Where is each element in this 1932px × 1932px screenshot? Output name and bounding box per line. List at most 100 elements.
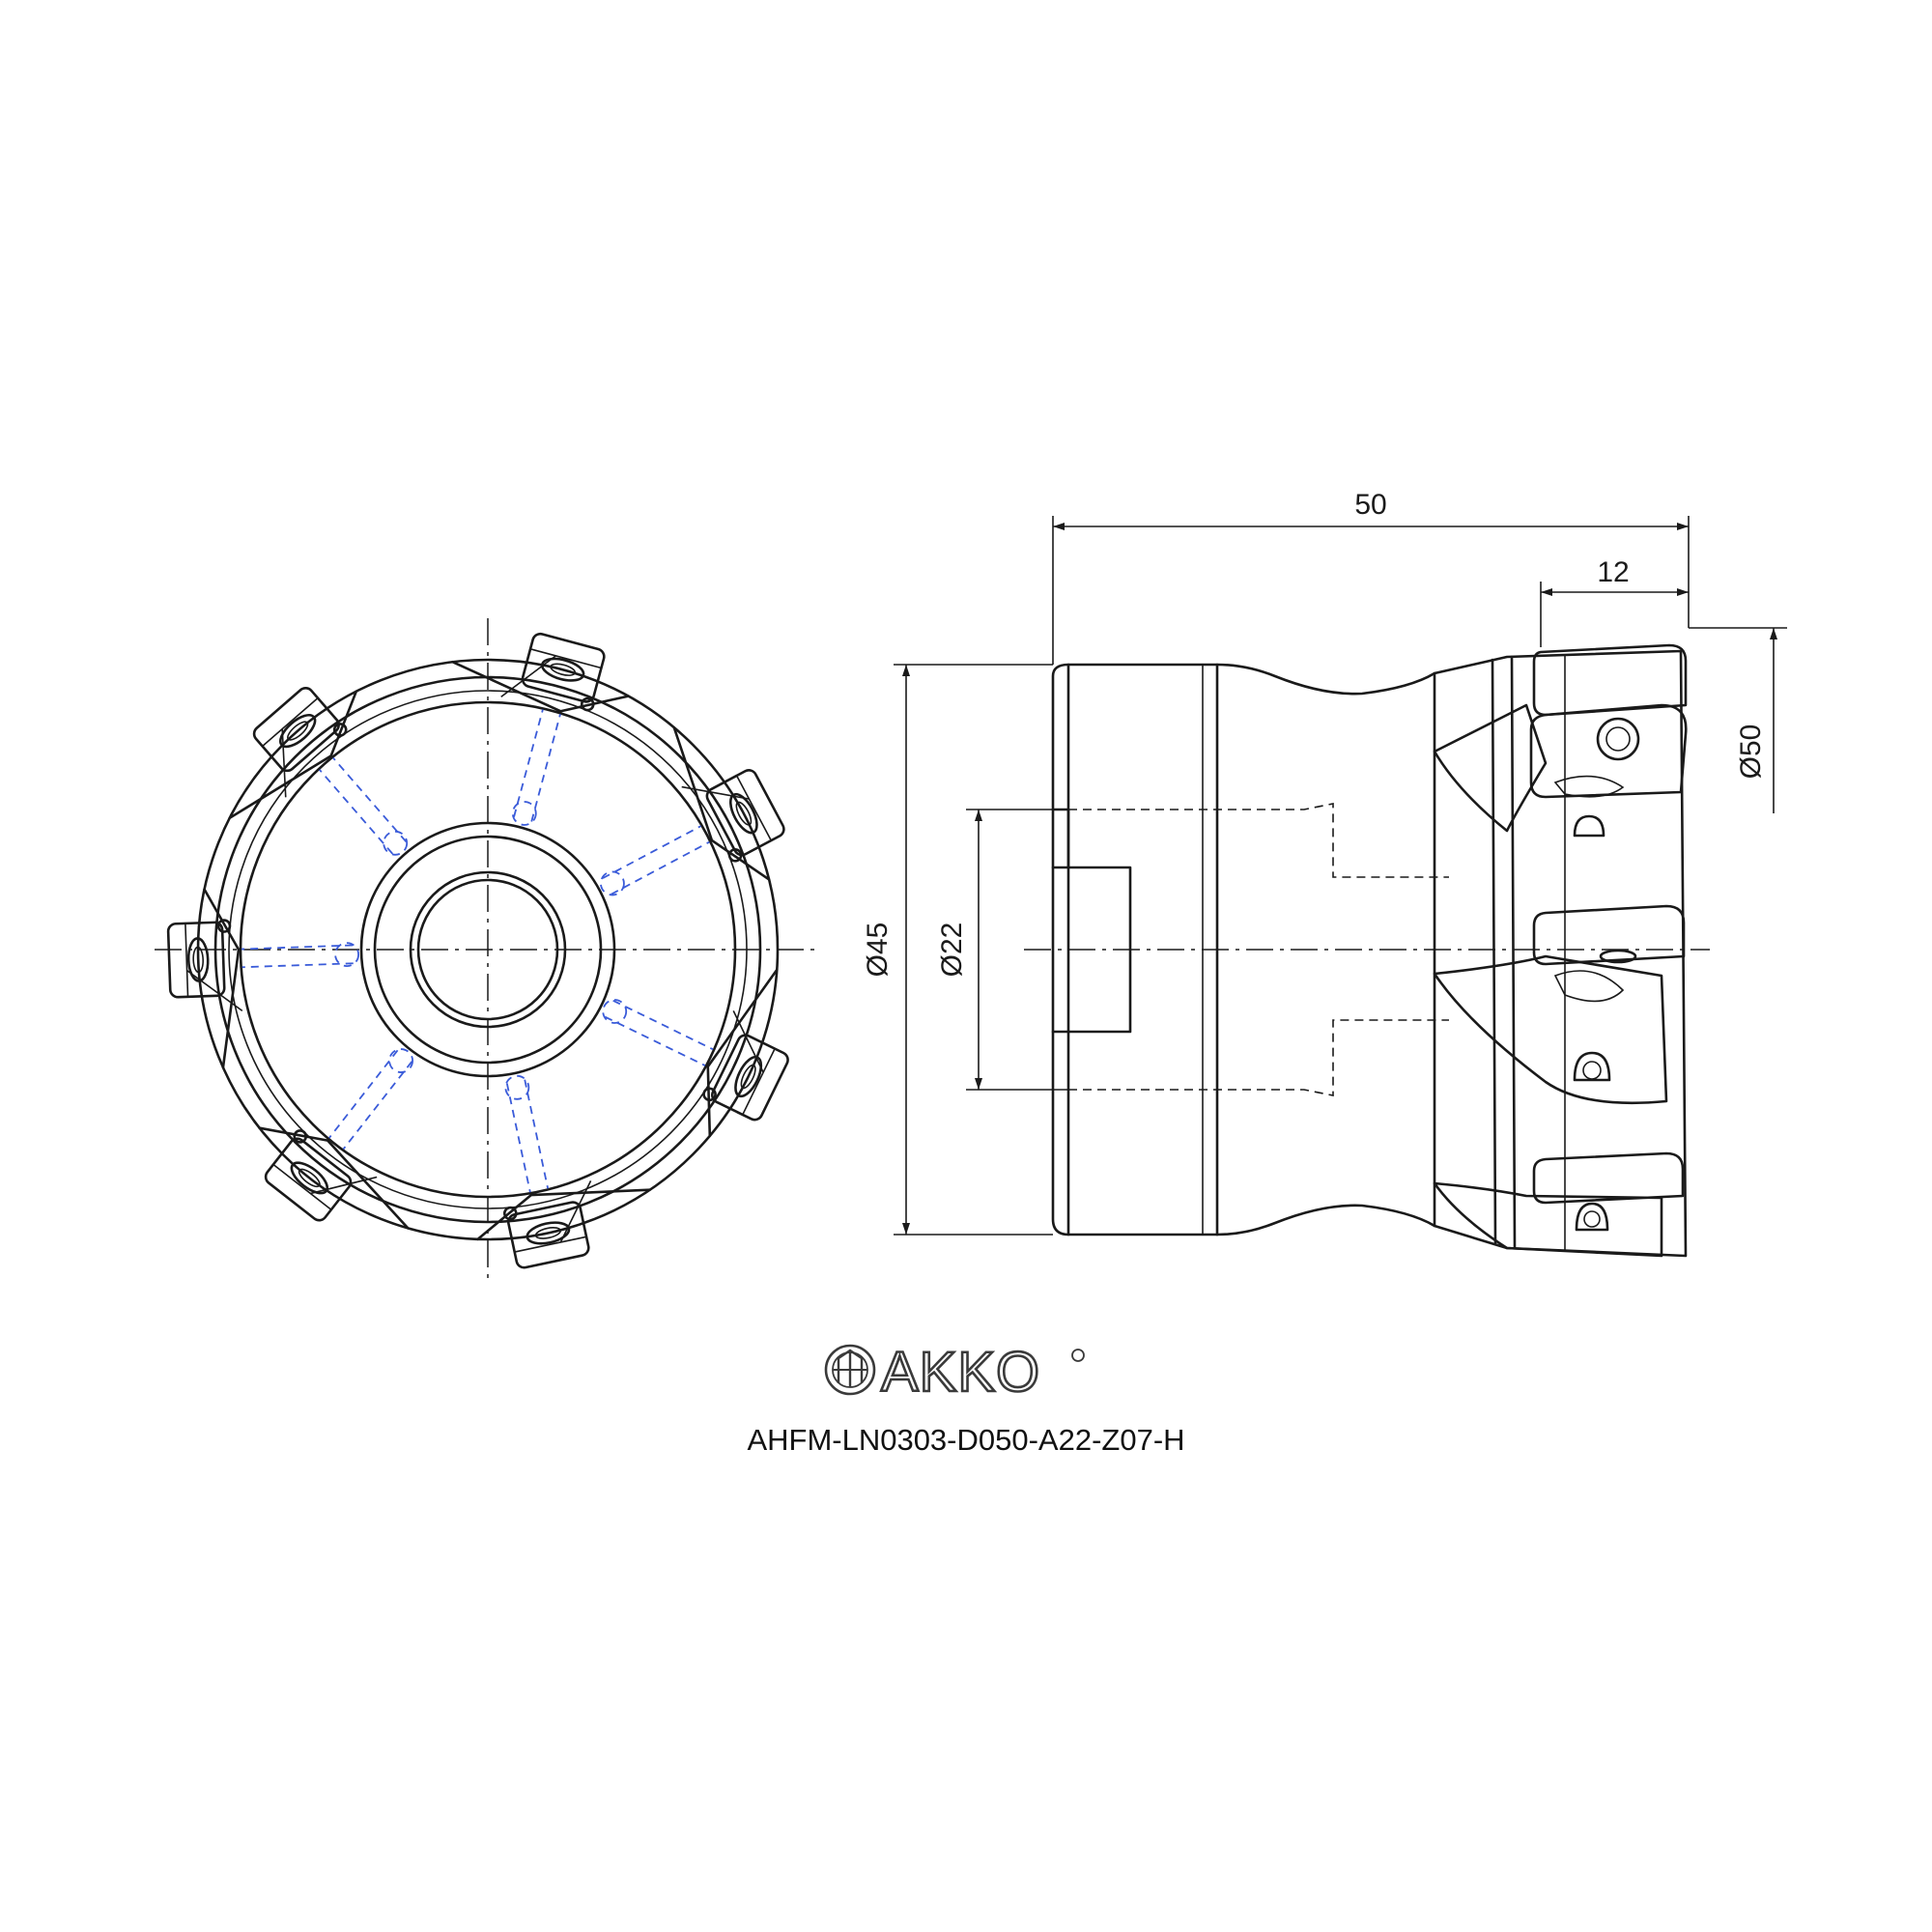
coolant-channel-line — [513, 709, 544, 817]
coolant-channels — [241, 709, 714, 1193]
flute-edge — [451, 660, 630, 713]
insert-edge-line — [742, 1048, 776, 1116]
coolant-channel-line — [605, 1015, 706, 1066]
flute-edge — [258, 1126, 410, 1230]
insert — [705, 769, 785, 863]
side-neck-top — [1215, 663, 1436, 696]
insert — [521, 632, 606, 712]
dimensions: 50 12 Ø50 Ø45 Ø22 — [862, 489, 1787, 1236]
dim-bore-diameter: Ø22 — [936, 923, 968, 978]
side-neck-bottom — [1215, 1204, 1436, 1236]
front-hub-ring — [373, 835, 603, 1065]
insert-pin — [502, 1206, 518, 1221]
bore-hidden-top — [1068, 803, 1449, 878]
flute-line — [281, 728, 287, 798]
pocket-ellipse-2 — [1553, 970, 1625, 1003]
flute-line — [732, 1010, 764, 1073]
insert-body — [711, 1034, 789, 1122]
hole-1 — [1573, 814, 1605, 838]
coolant-channel-line — [332, 756, 408, 843]
coolant-outlet — [602, 999, 628, 1024]
hole-3-inner — [1583, 1210, 1601, 1228]
side-view — [1024, 643, 1710, 1258]
insert-pin — [702, 1087, 717, 1102]
insert-body — [521, 632, 606, 703]
screw-torx — [1596, 717, 1640, 761]
insert-screw-inner — [287, 721, 309, 741]
flute-edge — [706, 968, 779, 1138]
hole-2-inner — [1582, 1061, 1602, 1080]
insert-body — [264, 1137, 353, 1222]
insert-screw — [290, 1161, 328, 1195]
coolant-outlet — [504, 1074, 530, 1100]
side-insert-top — [1532, 643, 1688, 717]
flute-edge — [228, 690, 358, 820]
coolant-channel-line — [505, 1083, 531, 1193]
coolant-channel-line — [241, 944, 354, 951]
screw-mid — [1599, 949, 1637, 964]
coolant-outlet — [388, 1048, 414, 1073]
keyway-top-corner — [1051, 808, 1070, 869]
insert — [166, 919, 232, 999]
dim-body-diameter: Ø45 — [862, 923, 894, 978]
insert-edge-line — [529, 648, 602, 669]
flute-edge — [672, 725, 771, 881]
dim-insert-length: 12 — [1597, 556, 1629, 588]
insert — [264, 1129, 353, 1222]
insert-pin — [332, 723, 348, 737]
side-flute-1 — [1433, 703, 1548, 833]
coolant-outlet — [511, 801, 537, 826]
insert-pin — [293, 1129, 308, 1144]
coolant-channel-line — [611, 840, 710, 895]
pocket-ellipse-1 — [1553, 775, 1625, 798]
insert-screw — [728, 792, 758, 835]
front-bore-outer — [409, 870, 567, 1029]
coolant-channel-line — [612, 999, 714, 1051]
insert — [502, 1201, 590, 1269]
insert-screw-inner — [534, 1227, 561, 1239]
insert — [702, 1034, 789, 1122]
insert-edge-line — [514, 1236, 587, 1253]
screw-torx-inner — [1605, 726, 1631, 752]
side-flute-2 — [1433, 954, 1668, 1105]
akko-emblem-icon — [824, 1344, 876, 1396]
insert-screw-inner — [192, 946, 205, 974]
flute-line — [186, 970, 243, 1012]
insert-screw-inner — [298, 1168, 321, 1188]
flute-edge — [476, 1188, 652, 1241]
akko-logo: AKKO — [824, 1340, 1085, 1405]
insert-screw-inner — [735, 801, 753, 826]
flute-line — [559, 1179, 592, 1243]
coolant-channel-line — [242, 962, 354, 969]
dim-overall-length: 50 — [1354, 489, 1386, 521]
coolant-channel-line — [602, 825, 702, 879]
coolant-outlet — [600, 870, 625, 896]
front-view — [155, 618, 821, 1285]
coolant-channel-line — [319, 769, 393, 855]
side-head — [1433, 649, 1688, 1258]
side-insert-top-body — [1529, 703, 1688, 799]
insert-screw-inner — [740, 1064, 756, 1090]
flute-line — [310, 1176, 378, 1195]
registered-mark-icon — [1071, 1349, 1085, 1362]
bore-hidden-bottom — [1068, 1019, 1449, 1096]
insert-pin — [580, 696, 595, 712]
part-number: AHFM-LN0303-D050-A22-Z07-H — [747, 1423, 1185, 1457]
insert-screw — [186, 937, 210, 982]
brand-name: AKKO — [881, 1341, 1040, 1404]
hole-2 — [1573, 1051, 1611, 1082]
insert-body — [252, 687, 340, 773]
front-face — [239, 700, 737, 1199]
flute-line — [681, 785, 750, 800]
front-bore-inner — [416, 878, 559, 1021]
flute-line — [500, 655, 556, 697]
insert-pin — [216, 919, 232, 933]
front-inserts — [166, 632, 789, 1269]
insert-edge-line — [272, 1163, 332, 1210]
flute-pockets — [186, 655, 779, 1243]
dim-cutting-diameter: Ø50 — [1735, 724, 1767, 780]
insert-pin — [727, 848, 743, 863]
insert-edge-line — [735, 775, 773, 841]
side-head-line-1 — [1491, 658, 1497, 1246]
